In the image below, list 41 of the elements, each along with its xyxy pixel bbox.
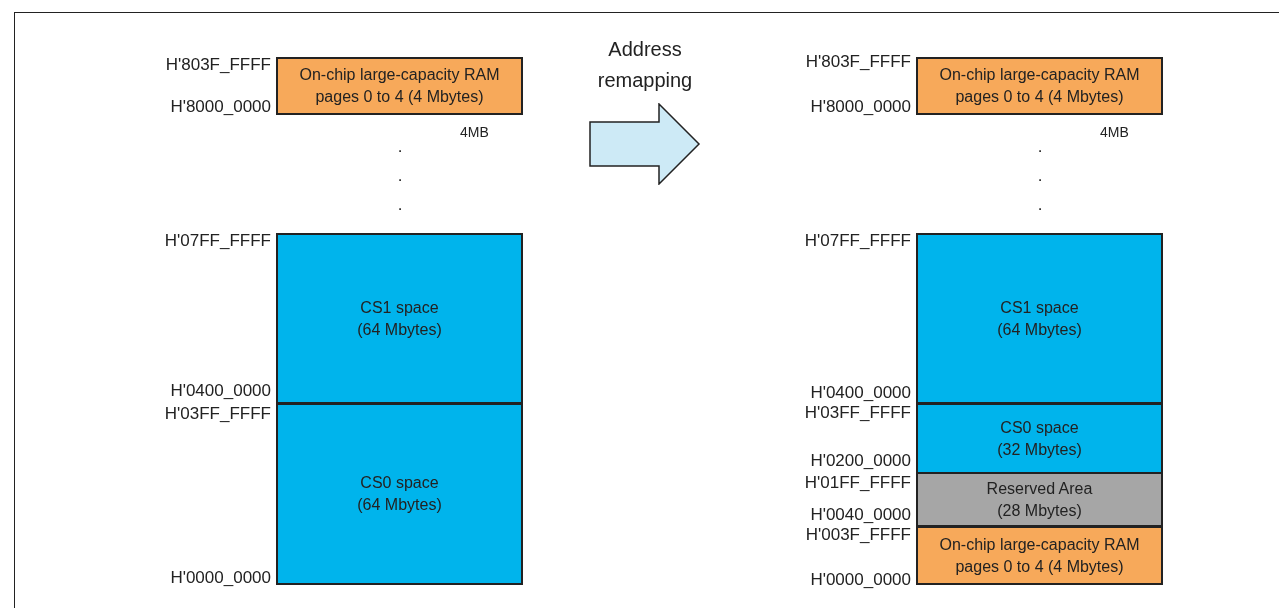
address-label: H'803F_FFFF — [805, 52, 911, 72]
region-label: CS1 space (64 Mbytes) — [356, 297, 443, 340]
region-label: CS0 space (64 Mbytes) — [356, 473, 443, 515]
region-label: CS0 space (32 Mbytes) — [996, 417, 1083, 460]
address-label: H'03FF_FFFF — [164, 404, 271, 424]
ram-region-box — [916, 526, 1163, 585]
address-label: H'8000_0000 — [170, 97, 271, 117]
address-label: H'0000_0000 — [810, 570, 911, 590]
reserved-area-box — [916, 472, 1163, 527]
region-label: CS1 space (64 Mbytes) — [996, 297, 1083, 340]
memory-space-box — [276, 233, 523, 404]
address-label: H'803F_FFFF — [165, 55, 271, 75]
ellipsis-dot: . — [397, 137, 403, 157]
ram-region-box — [276, 57, 523, 115]
ellipsis-dot: . — [397, 195, 403, 215]
memory-space-box — [916, 403, 1163, 474]
ellipsis-dot: . — [1037, 195, 1043, 215]
address-label: H'0400_0000 — [810, 383, 911, 403]
size-label: 4MB — [1100, 124, 1129, 140]
address-label: H'0200_0000 — [810, 451, 911, 471]
region-label: On-chip large-capacity RAM pages 0 to 4 (4 Mbytes) — [938, 534, 1141, 577]
address-label: H'03FF_FFFF — [804, 403, 911, 423]
address-label: H'07FF_FFFF — [804, 231, 911, 251]
ellipsis-dot: . — [397, 166, 403, 186]
address-label: H'0000_0000 — [170, 568, 271, 588]
region-label: On-chip large-capacity RAM pages 0 to 4 (4 Mbytes) — [298, 65, 501, 107]
address-label: H'07FF_FFFF — [164, 231, 271, 251]
memory-space-box — [916, 233, 1163, 404]
region-label: On-chip large-capacity RAM pages 0 to 4 (4 Mbytes) — [938, 65, 1141, 107]
memory-space-box — [276, 403, 523, 585]
address-label: H'8000_0000 — [810, 97, 911, 117]
address-label: H'003F_FFFF — [805, 525, 911, 545]
address-label: H'0400_0000 — [170, 381, 271, 401]
ram-region-box — [916, 57, 1163, 115]
size-label: 4MB — [460, 124, 489, 140]
address-label: H'01FF_FFFF — [804, 473, 911, 493]
arrow-caption: Address remapping — [596, 37, 694, 93]
address-label: H'0040_0000 — [810, 505, 911, 525]
ellipsis-dot: . — [1037, 137, 1043, 157]
region-label: Reserved Area (28 Mbytes) — [985, 478, 1094, 521]
ellipsis-dot: . — [1037, 166, 1043, 186]
